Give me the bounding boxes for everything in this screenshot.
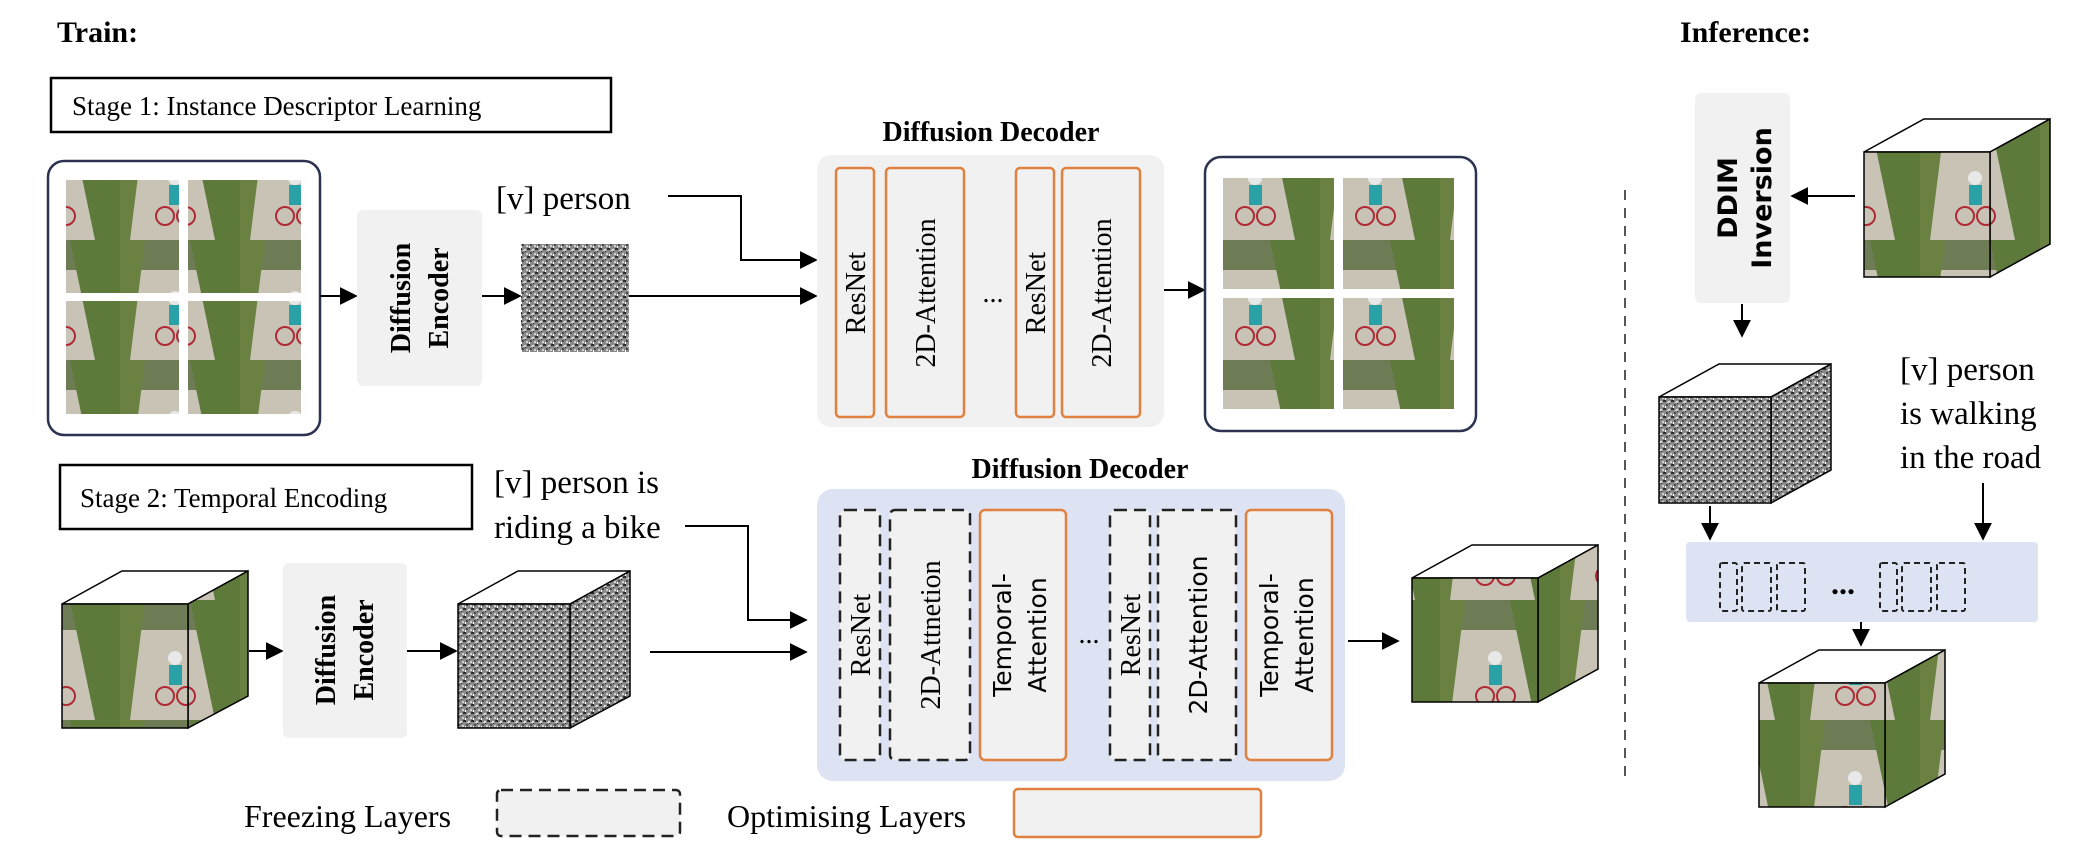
inference-block-2: [1741, 562, 1772, 612]
stage2-block-resnet-2: [1108, 508, 1152, 762]
inference-output-video: [1758, 648, 1946, 809]
stage1-encoder-label-1: Diffusion: [386, 242, 417, 353]
stage1-prompt: [v] person: [496, 181, 631, 217]
stage2-decoder-title: Diffusion Decoder: [972, 454, 1189, 485]
stage1-output-image-1: [1223, 178, 1334, 289]
inference-block-1: [1719, 562, 1738, 612]
ddim-inversion-box: [1695, 93, 1790, 303]
stage2-encoder-label-1: Diffusion: [311, 594, 342, 705]
stage2-block-resnet-1-label: ResNet: [846, 594, 877, 677]
stage2-block-temporal-2-label-2: Attention: [1290, 577, 1319, 692]
stage1-encoder-box: [357, 210, 482, 386]
stage1-block-attention-1: [884, 166, 966, 419]
stage2-ellipsis: ...: [1079, 619, 1100, 650]
stage2-encoder-label-2: Encoder: [349, 599, 380, 700]
inference-block-4: [1879, 562, 1898, 612]
stage2-input-video: [61, 569, 249, 730]
stage1-input-image-1: [66, 180, 179, 293]
stage2-block-attention-1-label: 2D-Attnetion: [916, 560, 947, 709]
inference-block-3: [1776, 562, 1806, 612]
stage1-block-resnet-1-label: ResNet: [841, 252, 872, 335]
inference-noise-latent: [1658, 362, 1832, 505]
inference-block-6: [1936, 562, 1966, 612]
stage1-label-box: [49, 76, 613, 134]
stage2-label: Stage 2: Temporal Encoding: [80, 483, 387, 513]
stage2-block-temporal-2: [1244, 508, 1334, 762]
stage1-block-attention-1-label: 2D-Attention: [911, 218, 942, 367]
stage1-ellipsis: ...: [983, 278, 1004, 309]
inference-model-panel: [1686, 542, 2038, 622]
inference-block-5: [1901, 562, 1932, 612]
stage1-label: Stage 1: Instance Descriptor Learning: [72, 91, 481, 121]
ddim-label-1: DDIM: [1713, 157, 1744, 239]
stage2-block-attention-1: [888, 508, 972, 762]
stage1-input-image-4: [188, 301, 301, 414]
stage1-prompt-arrow: [668, 195, 818, 269]
stage1-output-image-3: [1223, 298, 1334, 409]
stage2-output-video: [1411, 543, 1599, 704]
stage1-noise-latent: [521, 244, 629, 352]
stage1-input-image-3: [66, 301, 179, 414]
stage2-noise-latent: [457, 569, 631, 730]
inference-prompt-line-3: in the road: [1900, 440, 2042, 476]
legend-freezing-label: Freezing Layers: [244, 798, 451, 834]
stage2-label-box: [58, 463, 474, 531]
stage1-output-image-2: [1343, 178, 1454, 289]
stage2-block-attention-2-label: 2D-Attention: [1184, 555, 1213, 714]
stage2-encoder-box: [283, 563, 407, 738]
stage1-output-image-4: [1343, 298, 1454, 409]
stage2-block-resnet-2-label: ResNet: [1116, 594, 1147, 677]
stage1-block-resnet-1: [834, 166, 876, 419]
legend-freezing-swatch: [495, 788, 682, 838]
stage2-prompt-arrow: [685, 525, 808, 629]
stage2-block-temporal-1-label-1: Temporal-: [988, 573, 1017, 698]
stage1-encoder-label-2: Encoder: [424, 247, 455, 348]
stage1-decoder-title: Diffusion Decoder: [883, 117, 1100, 148]
inference-prompt-line-2: is walking: [1900, 396, 2037, 432]
stage2-block-temporal-1-label-2: Attention: [1023, 577, 1052, 692]
ddim-label-2: Inversion: [1747, 127, 1778, 269]
train-heading: Train:: [57, 16, 138, 49]
inference-heading: Inference:: [1680, 16, 1811, 49]
legend-optimising-swatch: [1012, 787, 1263, 839]
stage1-block-resnet-2: [1014, 166, 1056, 419]
inference-prompt-line-1: [v] person: [1900, 352, 2035, 388]
stage2-prompt-line-1: [v] person is: [494, 465, 659, 501]
legend-optimising-label: Optimising Layers: [727, 798, 966, 834]
stage1-block-resnet-2-label: ResNet: [1021, 252, 1052, 335]
stage1-input-image-2: [188, 180, 301, 293]
stage2-block-attention-2: [1156, 508, 1238, 762]
stage2-block-resnet-1: [838, 508, 882, 762]
inference-ellipsis: ...: [1831, 565, 1855, 601]
stage2-prompt-line-2: riding a bike: [494, 510, 661, 546]
stage2-block-temporal-1: [978, 508, 1068, 762]
inference-input-video: [1863, 117, 2051, 279]
stage2-block-temporal-2-label-1: Temporal-: [1255, 573, 1284, 698]
stage1-block-attention-2-label: 2D-Attention: [1087, 218, 1118, 367]
stage1-block-attention-2: [1060, 166, 1142, 419]
